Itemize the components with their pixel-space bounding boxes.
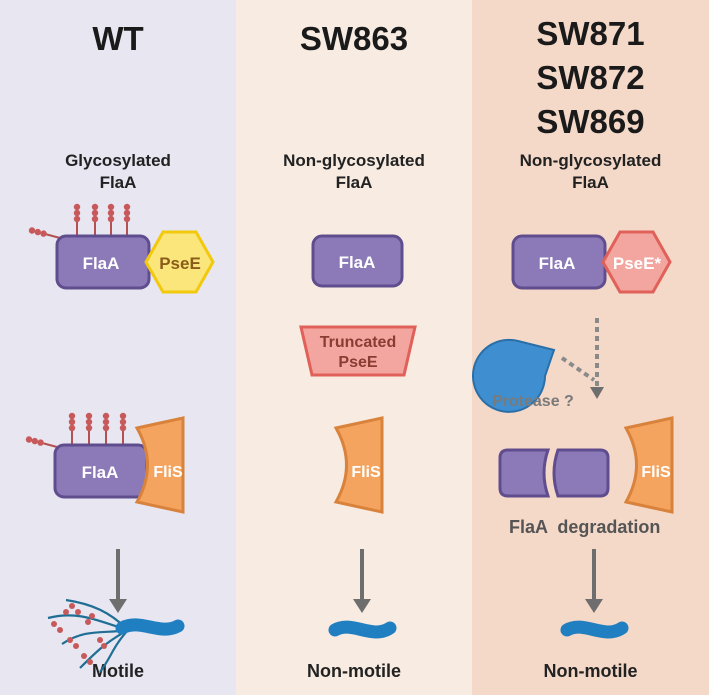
truncated-label-line1: Truncated xyxy=(320,334,396,351)
flaa-degradation: FliS FlaA degradation xyxy=(498,416,674,537)
panel-title: WT xyxy=(92,20,144,57)
truncated-psee: Truncated PseE xyxy=(299,325,417,377)
panel-subtitle-line1: Non-glycosylated xyxy=(283,151,425,170)
flis-protein xyxy=(623,416,674,514)
degradation-label: FlaA degradation xyxy=(509,517,660,537)
panel-title-line1: SW871 xyxy=(536,15,645,52)
mutant-flaa-psee-complex: FlaA PseE* xyxy=(511,230,672,294)
truncated-label-line2: PseE xyxy=(338,354,377,371)
sw863-flaa: FlaA xyxy=(311,234,404,288)
sw863-flis: FliS xyxy=(333,416,384,514)
phenotype-label: Non-motile xyxy=(307,661,401,681)
dotted-arrow-head xyxy=(590,387,604,399)
panel-title-line2: SW872 xyxy=(536,59,645,96)
protease-label: Protease ? xyxy=(492,393,574,410)
panel-subtitle-line1: Non-glycosylated xyxy=(519,151,662,170)
bacterium-body xyxy=(115,618,185,636)
wt-flaa-flis-complex: FlaA FliS xyxy=(24,411,185,514)
flis-protein xyxy=(333,416,384,514)
panel-subtitle-line2: FlaA xyxy=(335,173,373,192)
panel-title: SW863 xyxy=(299,20,409,57)
psee-protein xyxy=(144,230,215,294)
panel-subtitle-line2: FlaA xyxy=(572,173,609,192)
arrow-down xyxy=(351,547,373,615)
flaa-label: FlaA xyxy=(83,254,120,273)
panel-title-line3: SW869 xyxy=(536,103,645,140)
psee-label: PseE xyxy=(159,254,201,273)
flaa-label: FlaA xyxy=(339,253,376,272)
arrow-down xyxy=(107,547,129,615)
protease-attack: Protease ? xyxy=(472,318,604,413)
flaa-label: FlaA xyxy=(539,254,576,273)
protease-icon xyxy=(472,338,556,413)
motile-bacterium xyxy=(47,598,185,673)
flaa-fragment-right xyxy=(552,448,610,498)
flaa-fragment-left xyxy=(498,448,551,498)
arrow-down xyxy=(583,547,605,615)
flaa-label: FlaA xyxy=(82,463,119,482)
panel-subtitle-line2: FlaA xyxy=(99,173,137,192)
psee-mutant-label: PseE* xyxy=(613,254,662,273)
psee-mutant-protein xyxy=(601,230,672,294)
truncated-psee-protein xyxy=(299,325,417,377)
phenotype-label: Non-motile xyxy=(543,661,638,681)
non-motile-bacterium xyxy=(328,620,397,639)
non-motile-bacterium xyxy=(560,620,629,639)
flis-protein xyxy=(134,416,185,514)
flaa-protein xyxy=(311,234,404,288)
dotted-arrow-diagonal xyxy=(560,356,596,382)
flis-label: FliS xyxy=(641,464,671,481)
flis-label: FliS xyxy=(153,464,183,481)
panel-mutants: SW871 SW872 SW869 Non-glycosylated FlaA … xyxy=(472,0,709,695)
panel-subtitle-line1: Glycosylated xyxy=(65,151,171,170)
flis-label: FliS xyxy=(351,464,381,481)
flagellar-glycans xyxy=(51,603,107,665)
wt-glycosylated-flaa-complex: FlaA PseE xyxy=(27,202,215,294)
